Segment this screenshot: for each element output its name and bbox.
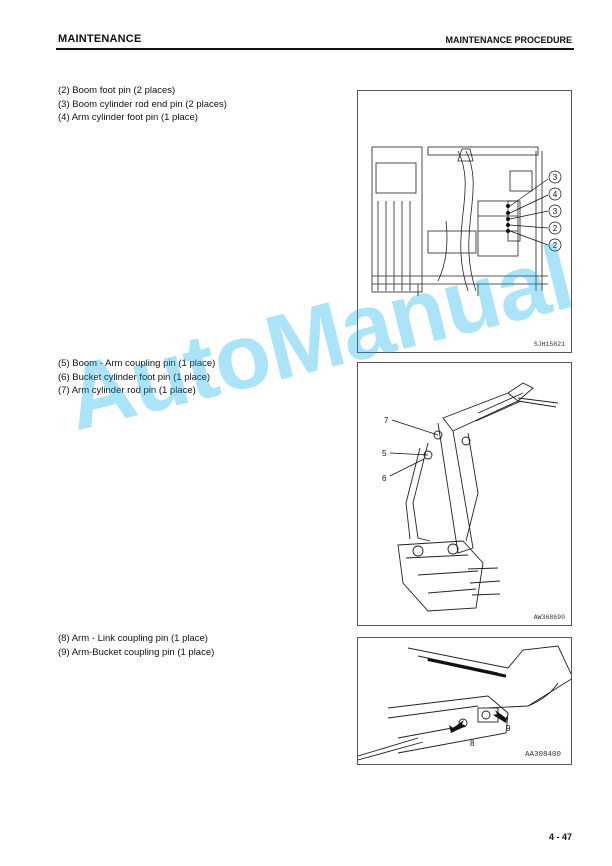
list-item: (7) Arm cylinder rod pin (1 place) <box>58 385 196 396</box>
item-list-3: (8) Arm - Link coupling pin (1 place) (9… <box>58 632 214 659</box>
list-item: (3) Boom cylinder rod end pin (2 places) <box>58 98 227 110</box>
list-item: (8) Arm - Link coupling pin (1 place) <box>58 633 208 644</box>
subsection-title: MAINTENANCE PROCEDURE <box>445 35 572 45</box>
item-list-2: (5) Boom - Arm coupling pin (1 place) (6… <box>58 357 215 398</box>
figure-boom-foot-drawing: 3 4 3 2 2 <box>371 146 562 296</box>
header-rule <box>56 48 574 50</box>
figure-code: SJH15821 <box>533 341 565 348</box>
callout-label: 7 <box>384 416 389 425</box>
figure-code: AA308400 <box>524 751 561 759</box>
list-item: (6) Bucket cylinder foot pin (1 place) <box>58 371 211 383</box>
item-list-1: (2) Boom foot pin (2 places) (3) Boom cy… <box>58 84 227 125</box>
list-item: (9) Arm-Bucket coupling pin (1 place) <box>58 646 215 658</box>
figure-code: AW368690 <box>533 614 565 621</box>
callout-label: 6 <box>382 474 387 483</box>
list-item: (2) Boom foot pin (2 places) <box>58 85 176 96</box>
figure-arm-bucket: 7 5 6 AW368690 <box>357 362 572 626</box>
callout-label: 9 <box>506 724 511 733</box>
callout-label: 2 <box>553 241 558 250</box>
callout-label: 2 <box>553 224 558 233</box>
figure-arm-end: 8 9 AA308400 <box>357 637 572 765</box>
figure-arm-end-drawing: 8 9 <box>358 645 571 761</box>
callout-label: 3 <box>553 207 558 216</box>
callout-label: 8 <box>470 739 475 748</box>
callout-label: 4 <box>553 190 558 199</box>
section-title: MAINTENANCE <box>58 33 142 45</box>
callout-label: 3 <box>553 173 558 182</box>
callout-label: 5 <box>382 449 387 458</box>
list-item: (4) Arm cylinder foot pin (1 place) <box>58 112 198 123</box>
figure-arm-bucket-drawing: 7 5 6 <box>382 382 559 612</box>
page-number: 4 - 47 <box>548 832 572 842</box>
list-item: (5) Boom - Arm coupling pin (1 place) <box>58 358 216 369</box>
figure-boom-foot: 3 4 3 2 2 SJH15821 <box>357 90 572 353</box>
